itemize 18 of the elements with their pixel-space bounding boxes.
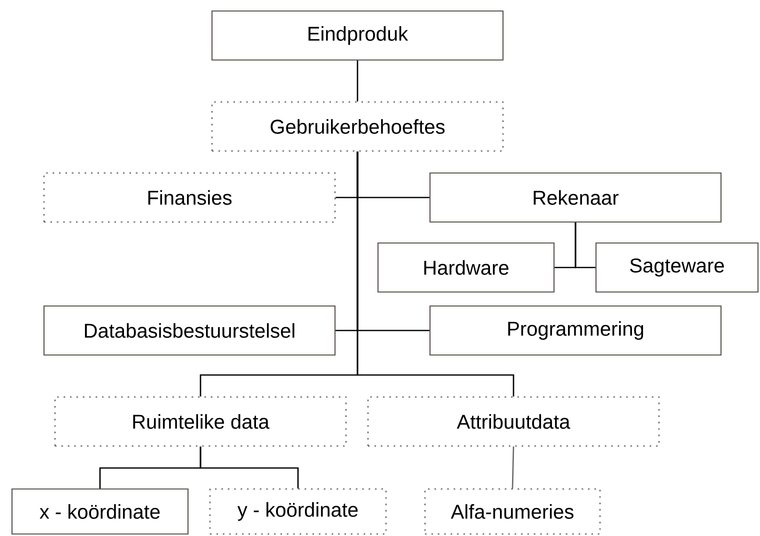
label-box: Attribuutdata [367,396,660,447]
connector-line [356,60,358,102]
label-box: Rekenaar [429,172,722,223]
connector-line [512,446,514,488]
label-box: Alfa-numeries [424,488,601,535]
label-box: Ruimtelike data [54,396,347,447]
connector-line [574,222,596,268]
label-box: Gebruikerbehoeftes [211,101,504,152]
connector-line [200,446,299,488]
label-box: Finansies [43,172,336,223]
label-box: Sagteware [595,242,759,293]
label-box: x - koördinate [11,488,189,535]
label-box: y - koördinate [209,488,387,535]
label-box: Databasisbestuurstelsel [43,305,336,356]
label-box: Hardware [377,242,555,293]
label-box: Eindproduk [211,10,504,61]
connector-line [356,152,514,396]
label-box: Programmering [429,305,722,356]
